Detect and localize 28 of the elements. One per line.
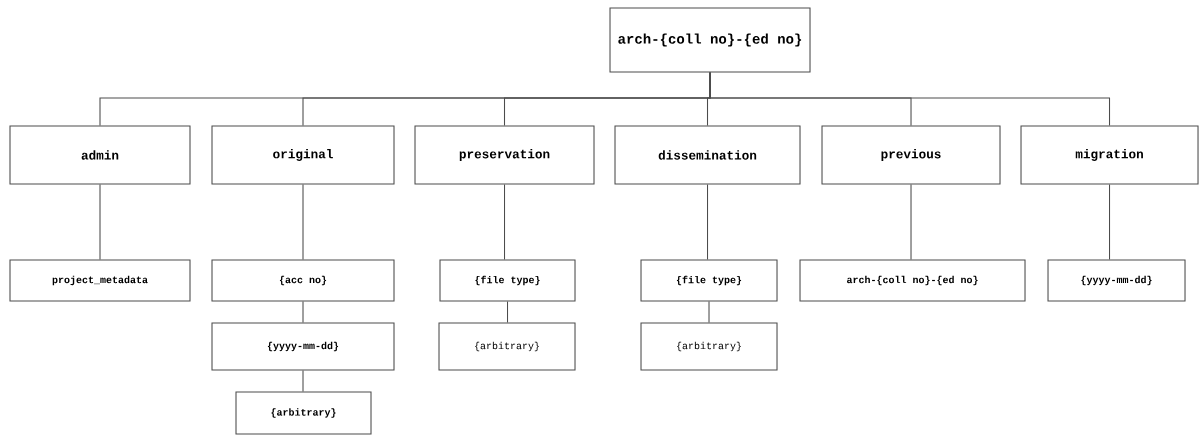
folder-box: migration: [1020, 125, 1199, 185]
connector-line: [708, 301, 710, 323]
connector-line: [706, 184, 709, 260]
folder-box: arch-{coll no}-{ed no}: [609, 7, 811, 73]
folder-box: previous: [821, 125, 1001, 185]
connector-line: [910, 184, 912, 260]
folder-box: {file type}: [640, 259, 778, 302]
folder-box: preservation: [414, 125, 595, 185]
connector-line: [503, 184, 506, 260]
connector-line: [302, 301, 304, 323]
folder-box: {file type}: [439, 259, 576, 302]
connector-line: [1109, 184, 1111, 260]
connector-line: [506, 301, 509, 323]
folder-box: {yyyy-mm-dd}: [1047, 259, 1186, 302]
folder-box: {arbitrary}: [640, 322, 778, 371]
connector-line: [302, 370, 304, 392]
connector-line: [709, 72, 1111, 126]
folder-box: {yyyy-mm-dd}: [211, 322, 395, 371]
folder-box: arch-{coll no}-{ed no}: [799, 259, 1026, 302]
connector-line: [302, 184, 304, 260]
folder-box: dissemination: [614, 125, 801, 185]
folder-box: project_metadata: [9, 259, 191, 302]
folder-box: admin: [9, 125, 191, 185]
folder-box: {arbitrary}: [235, 391, 372, 435]
folder-box: {arbitrary}: [438, 322, 576, 371]
folder-box: original: [211, 125, 395, 185]
folder-box: {acc no}: [211, 259, 395, 302]
connector-line: [99, 184, 101, 260]
